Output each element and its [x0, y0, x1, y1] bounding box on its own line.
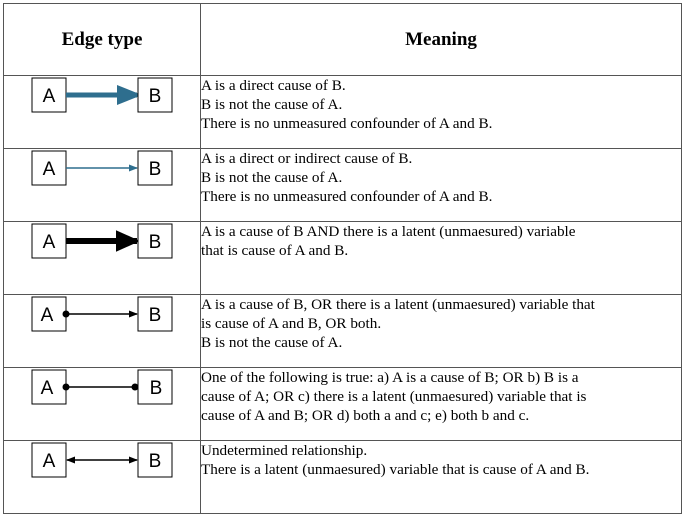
- meaning-line: There is a latent (unmaesured) variable …: [201, 461, 590, 478]
- table-row: A B One of the following is true: a) A i…: [3, 367, 682, 441]
- meaning-line: There is no unmeasured confounder of A a…: [201, 188, 493, 205]
- node-a-label: A: [43, 232, 56, 253]
- meaning-line: A is a cause of B, OR there is a latent …: [201, 296, 595, 313]
- meaning-line: B is not the cause of A.: [201, 96, 343, 113]
- table-row: A B A is a direct or indirect cause of B…: [3, 148, 682, 222]
- meaning-cell: A is a cause of B AND there is a latent …: [200, 221, 682, 295]
- circle-endpoint: [62, 310, 70, 318]
- node-a-box: [31, 150, 67, 186]
- table-row: A B Undetermined relationship. There is …: [3, 440, 682, 514]
- circle-circle-diagram: A B: [31, 369, 173, 405]
- meaning-line: There is no unmeasured confounder of A a…: [201, 115, 493, 132]
- node-b-box: [137, 150, 173, 186]
- node-b-label: B: [149, 86, 162, 107]
- meaning-cell: A is a direct or indirect cause of B. B …: [200, 148, 682, 222]
- node-b-label: B: [149, 159, 162, 180]
- node-a-box: [31, 442, 67, 478]
- meaning-line: A is a cause of B AND there is a latent …: [201, 223, 576, 240]
- thick-teal-arrow-diagram: A B: [31, 77, 173, 113]
- circle-arrow-diagram: A B: [31, 296, 173, 332]
- edge-diagram-cell: A B: [3, 440, 201, 514]
- node-b-label: B: [149, 232, 162, 253]
- node-b-box: [137, 442, 173, 478]
- edge-diagram-cell: A B: [3, 294, 201, 368]
- meaning-line: Undetermined relationship.: [201, 442, 368, 459]
- node-b-box: [137, 369, 173, 405]
- meaning-cell: A is a cause of B, OR there is a latent …: [200, 294, 682, 368]
- bidirected-arrow-diagram: A B: [31, 442, 173, 478]
- node-b-box: [137, 296, 173, 332]
- thick-black-arrow-diagram: A B: [31, 223, 173, 259]
- node-b-box: [137, 223, 173, 259]
- node-b-label: B: [149, 451, 162, 472]
- edge-type-table: Edge type Meaning A B A is a direct caus…: [3, 3, 682, 514]
- edge-diagram-cell: A B: [3, 148, 201, 222]
- circle-endpoint: [62, 383, 70, 391]
- meaning-line: One of the following is true: a) A is a …: [201, 369, 579, 386]
- node-a-label: A: [43, 451, 56, 472]
- meaning-line: is cause of A and B, OR both.: [201, 315, 382, 332]
- node-a-label: A: [43, 159, 56, 180]
- meaning-line: B is not the cause of A.: [201, 169, 343, 186]
- meaning-cell: Undetermined relationship. There is a la…: [200, 440, 682, 514]
- table-row: A B A is a cause of B AND there is a lat…: [3, 221, 682, 295]
- node-b-label: B: [149, 305, 162, 326]
- node-b-box: [137, 77, 173, 113]
- node-a-label: A: [43, 86, 56, 107]
- meaning-cell: One of the following is true: a) A is a …: [200, 367, 682, 441]
- node-b-label: B: [150, 378, 163, 399]
- edge-type-header: Edge type: [3, 3, 201, 76]
- thin-teal-arrow-diagram: A B: [31, 150, 173, 186]
- meaning-line: A is a direct cause of B.: [201, 77, 346, 94]
- meaning-line: cause of A; OR c) there is a latent (unm…: [201, 388, 587, 405]
- circle-endpoint: [131, 383, 139, 391]
- meaning-line: B is not the cause of A.: [201, 334, 343, 351]
- table-row: A B A is a direct cause of B. B is not t…: [3, 75, 682, 149]
- edge-diagram-cell: A B: [3, 367, 201, 441]
- edge-diagram-cell: A B: [3, 221, 201, 295]
- meaning-cell: A is a direct cause of B. B is not the c…: [200, 75, 682, 149]
- meaning-line: cause of A and B; OR d) both a and c; e)…: [201, 407, 530, 424]
- meaning-line: A is a direct or indirect cause of B.: [201, 150, 413, 167]
- edge-diagram-cell: A B: [3, 75, 201, 149]
- meaning-line: that is cause of A and B.: [201, 242, 349, 259]
- node-a-box: [31, 77, 67, 113]
- node-a-label: A: [41, 305, 54, 326]
- table-row: A B A is a cause of B, OR there is a lat…: [3, 294, 682, 368]
- node-a-label: A: [41, 378, 54, 399]
- meaning-header: Meaning: [200, 3, 682, 76]
